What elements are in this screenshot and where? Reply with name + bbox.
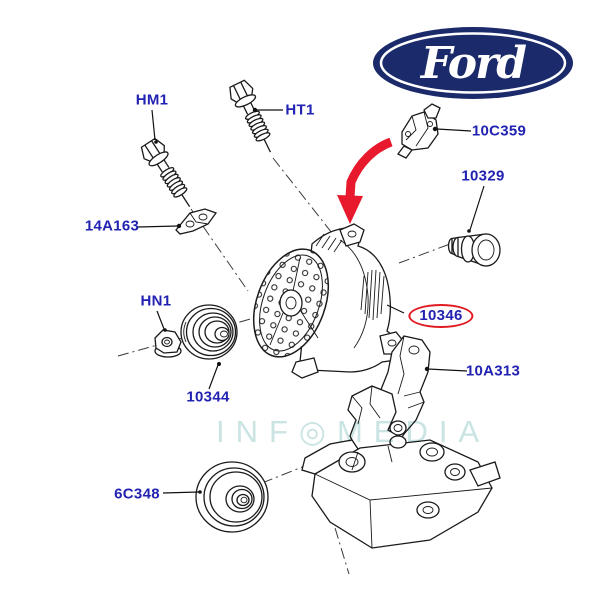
callout-14a163: 14A163 bbox=[84, 217, 140, 235]
callout-10329: 10329 bbox=[461, 167, 505, 185]
callout-10346-text: 10346 bbox=[419, 307, 463, 324]
bracket-14a163-drawing bbox=[175, 208, 218, 235]
pulley-10344-drawing bbox=[180, 304, 238, 360]
callout-ht1: HT1 bbox=[285, 101, 315, 119]
nut-hn1-drawing bbox=[154, 329, 182, 358]
callout-10c359: 10C359 bbox=[471, 122, 527, 140]
callout-10346-highlighted: 10346 bbox=[408, 304, 474, 328]
ford-logo: Ford bbox=[373, 27, 573, 99]
callout-hm1: HM1 bbox=[135, 91, 169, 109]
red-highlight-arrow bbox=[337, 137, 393, 224]
regulator-10c359-drawing bbox=[397, 103, 441, 159]
alternator-top-lug bbox=[339, 223, 365, 247]
callout-6c348: 6C348 bbox=[114, 485, 160, 503]
bushing-10329-drawing bbox=[447, 233, 501, 267]
callout-hn1: HN1 bbox=[140, 292, 172, 310]
ford-wordmark: Ford bbox=[419, 38, 526, 89]
alternator-fins bbox=[315, 233, 385, 321]
bolt-ht1-drawing bbox=[225, 77, 282, 159]
bolt-hm1-drawing bbox=[137, 135, 201, 214]
callout-leader-lines bbox=[137, 107, 485, 494]
lower-mount-bracket-drawing bbox=[301, 385, 501, 549]
alternator-10346-drawing bbox=[252, 223, 405, 379]
idler-pulley-6c348-drawing bbox=[195, 461, 269, 533]
callout-10a313: 10A313 bbox=[465, 362, 521, 380]
callout-10344: 10344 bbox=[186, 388, 230, 406]
